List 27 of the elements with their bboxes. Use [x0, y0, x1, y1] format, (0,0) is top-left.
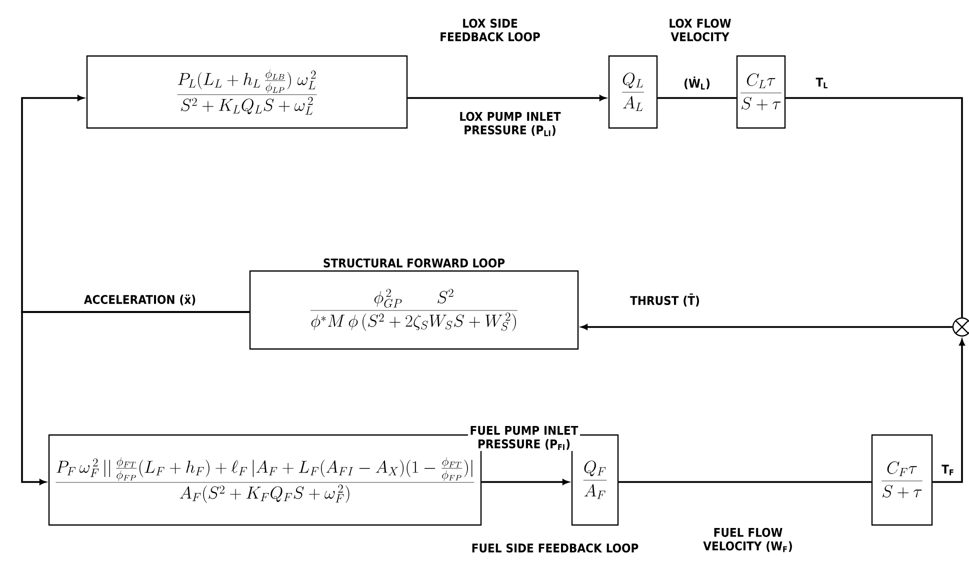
loop-label: LOX FLOW VELOCITY: [670, 18, 731, 42]
edge-label: FUEL PUMP INLET PRESSURE (P$_{FI}$): [470, 426, 578, 450]
edge-label: (Ẇ$_{L}$): [684, 76, 710, 90]
transfer-function-box: $\frac{Q_F}{A_F}$: [571, 434, 619, 526]
signal-line: [658, 97, 736, 99]
box-heading: STRUCTURAL FORWARD LOOP: [324, 258, 505, 268]
signal-line: [581, 324, 952, 330]
signal-line: [482, 479, 569, 485]
transfer-function-box: $\frac{\phi_{GP}^{\,2}\qquad S^2}{\phi^{*}M\,\phi\,(S^2+2\zeta_S W_S S+W_S^{\,2})}$: [249, 270, 579, 350]
transfer-function-box: $\frac{Q_L}{A_L}$: [608, 55, 658, 129]
edge-label: T$_{F}$: [942, 464, 954, 476]
signal-line: [786, 97, 963, 318]
summing-junction: [952, 317, 969, 337]
loop-label: FUEL SIDE FEEDBACK LOOP: [472, 543, 638, 553]
signal-line: [932, 339, 965, 483]
edge-label: LOX PUMP INLET PRESSURE (P$_{LI}$): [460, 112, 561, 136]
transfer-function-box: $\frac{C_F\tau}{S+\tau}$: [871, 434, 933, 526]
edge-label: T$_{L}$: [816, 78, 828, 88]
signal-line: [21, 311, 250, 485]
signal-line: [408, 95, 606, 101]
transfer-function-box: $\frac{C_L\tau}{S+\tau}$: [736, 55, 786, 129]
transfer-function-box: $\frac{P_L(L_L + h_L\,\frac{\phi_{LB}}{\phi_{LP}})\;\omega_L^{\,2}}{S^2 + K_L Q_L S + \omega_L^{\,2}}$: [86, 55, 408, 129]
loop-label: LOX SIDE FEEDBACK LOOP: [440, 18, 540, 42]
edge-label: FUEL FLOW VELOCITY (W$_{F}$): [703, 528, 792, 552]
edge-label: ACCELERATION (ẍ): [84, 294, 196, 306]
signal-line: [618, 481, 872, 483]
edge-label: THRUST (T̄): [630, 294, 700, 306]
